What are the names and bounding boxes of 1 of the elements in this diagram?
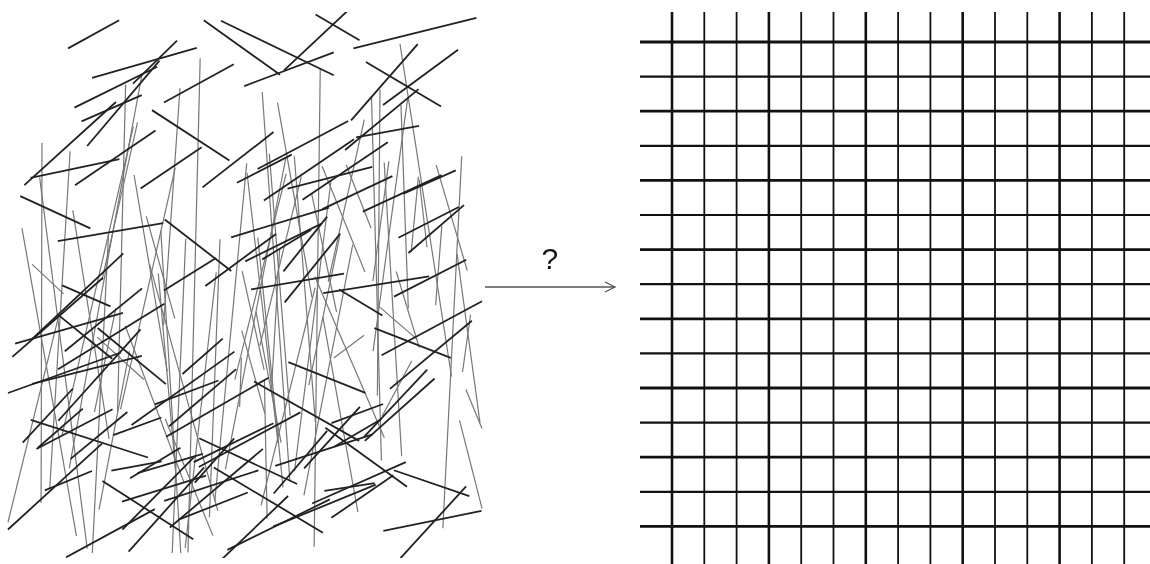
arrow <box>484 281 616 293</box>
